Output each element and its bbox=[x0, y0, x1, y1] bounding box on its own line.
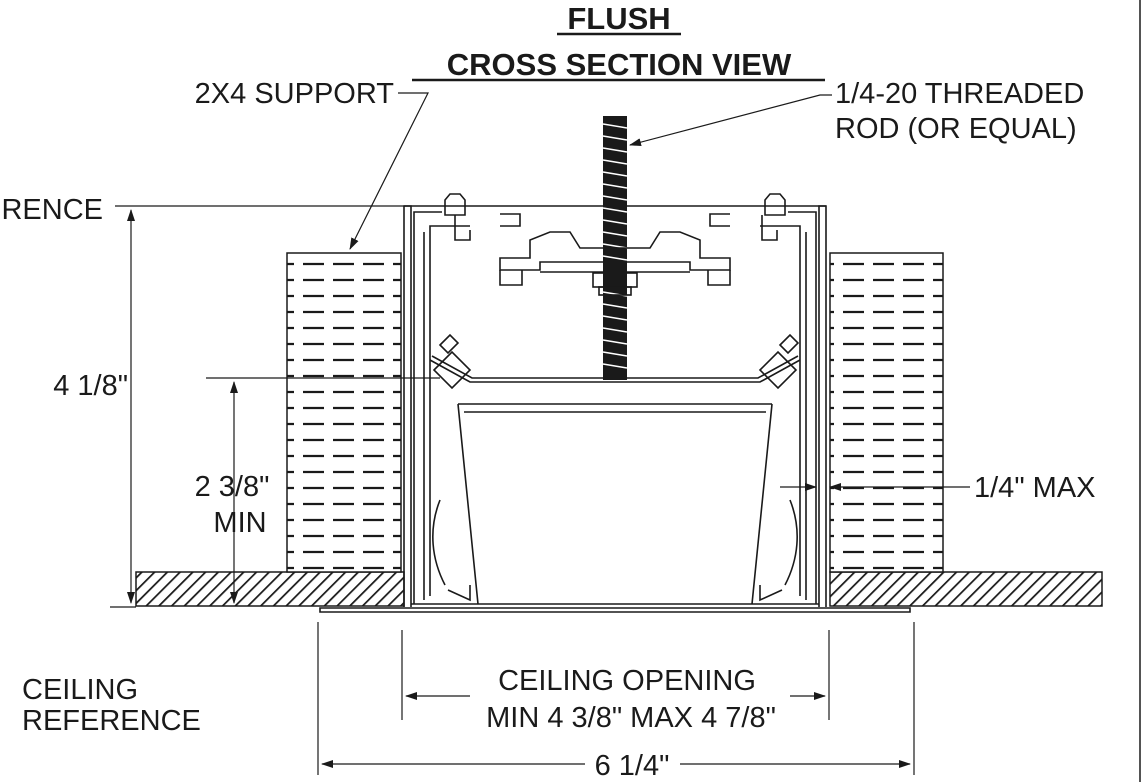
ceiling-reference-label-2: REFERENCE bbox=[22, 705, 201, 737]
support-leader bbox=[349, 92, 429, 250]
overall-width-label: 6 1/4" bbox=[595, 750, 670, 782]
rod-label-2: ROD (OR EQUAL) bbox=[835, 113, 1077, 145]
support-right bbox=[829, 252, 944, 573]
gap-max-label: 1/4" MAX bbox=[974, 472, 1096, 504]
opening-label-2: MIN 4 3/8" MAX 4 7/8" bbox=[486, 702, 776, 734]
rod-leader bbox=[629, 94, 832, 147]
min-height-label-1: 2 3/8" bbox=[195, 471, 270, 503]
rod-label-1: 1/4-20 THREADED bbox=[835, 78, 1084, 110]
overall-height-label: 4 1/8" bbox=[53, 370, 128, 402]
title-line-2: CROSS SECTION VIEW bbox=[447, 47, 792, 82]
fixture-housing bbox=[319, 193, 911, 613]
ceiling-right-hatched bbox=[829, 571, 1103, 607]
ceiling-reference-label-1: CEILING bbox=[22, 674, 138, 706]
min-height-label-2: MIN bbox=[213, 507, 266, 539]
title-line-1: FLUSH bbox=[567, 1, 670, 36]
top-reference-label: RENCE bbox=[1, 194, 103, 226]
ceiling-left-hatched bbox=[135, 571, 405, 607]
support-label: 2X4 SUPPORT bbox=[195, 78, 395, 110]
support-left bbox=[286, 252, 402, 573]
opening-label-1: CEILING OPENING bbox=[498, 665, 756, 697]
